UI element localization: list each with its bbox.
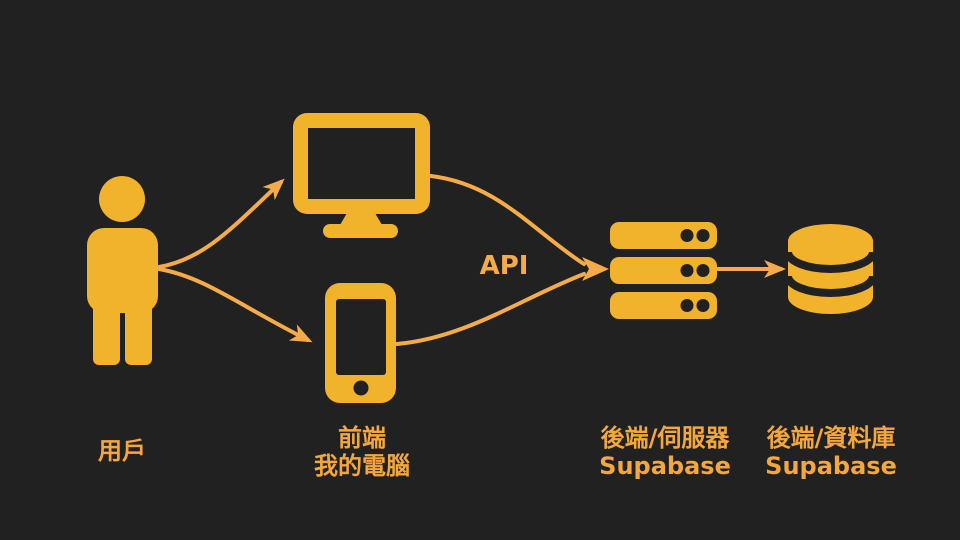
user-icon <box>87 176 158 365</box>
server-label-line2: Supabase <box>599 452 731 480</box>
phone-icon <box>325 283 396 403</box>
database-label-line1: 後端/資料庫 <box>766 424 896 452</box>
server-icon <box>610 222 717 319</box>
user-to-phone-arrow <box>157 267 313 343</box>
server-label-line1: 後端/伺服器 <box>600 424 730 452</box>
user-label-text: 用戶 <box>98 437 146 465</box>
monitor-icon <box>293 113 430 238</box>
database-icon <box>784 224 877 314</box>
phone-to-server-arrow <box>395 257 609 346</box>
frontend-label-line2: 我的電腦 <box>314 452 410 480</box>
converge-arrowhead-icon <box>582 257 609 281</box>
api-label: API <box>479 251 529 281</box>
server-label: 後端/伺服器 Supabase <box>599 424 731 480</box>
user-label: 用戶 <box>98 437 146 465</box>
database-label-line2: Supabase <box>765 452 897 480</box>
frontend-label-line1: 前端 <box>338 424 386 452</box>
monitor-to-server-arrow <box>429 174 586 266</box>
frontend-label: 前端 我的電腦 <box>314 424 410 480</box>
database-label: 後端/資料庫 Supabase <box>765 424 897 480</box>
user-to-monitor-arrow <box>157 178 285 269</box>
